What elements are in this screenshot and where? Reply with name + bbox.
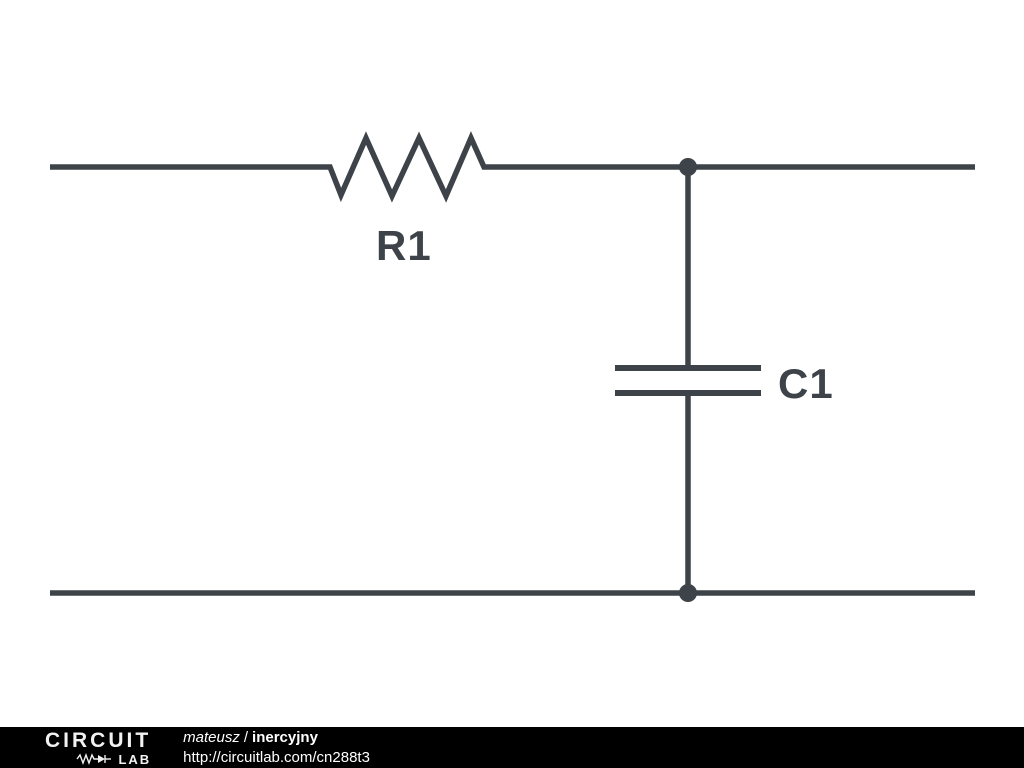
resistor-diode-icon	[76, 753, 112, 765]
author-name: mateusz	[183, 729, 240, 746]
attribution-block: mateusz/inercyjny http://circuitlab.com/…	[183, 728, 370, 767]
junction-dot-bottom	[679, 584, 697, 602]
author-and-title-line: mateusz/inercyjny	[183, 728, 370, 748]
schematic-canvas: R1 C1	[50, 131, 975, 602]
junction-dot-top	[679, 158, 697, 176]
footer-bar: CIRCUIT LAB mateusz/inercyjny http://cir…	[0, 727, 1024, 768]
circuitlab-logo-lab-text: LAB	[118, 751, 152, 767]
capacitor-label: C1	[778, 360, 834, 407]
circuitlab-logo-bottom-row: LAB	[45, 753, 151, 766]
circuit-title: inercyjny	[252, 729, 318, 746]
circuit-url: http://circuitlab.com/cn288t3	[183, 748, 370, 766]
top-wire-and-resistor-symbol	[50, 131, 975, 203]
circuit-diagram	[50, 131, 975, 602]
circuitlab-logo: CIRCUIT LAB	[45, 730, 151, 766]
resistor-label: R1	[376, 222, 432, 269]
circuitlab-logo-text: CIRCUIT	[45, 728, 152, 752]
author-title-separator: /	[243, 729, 249, 746]
